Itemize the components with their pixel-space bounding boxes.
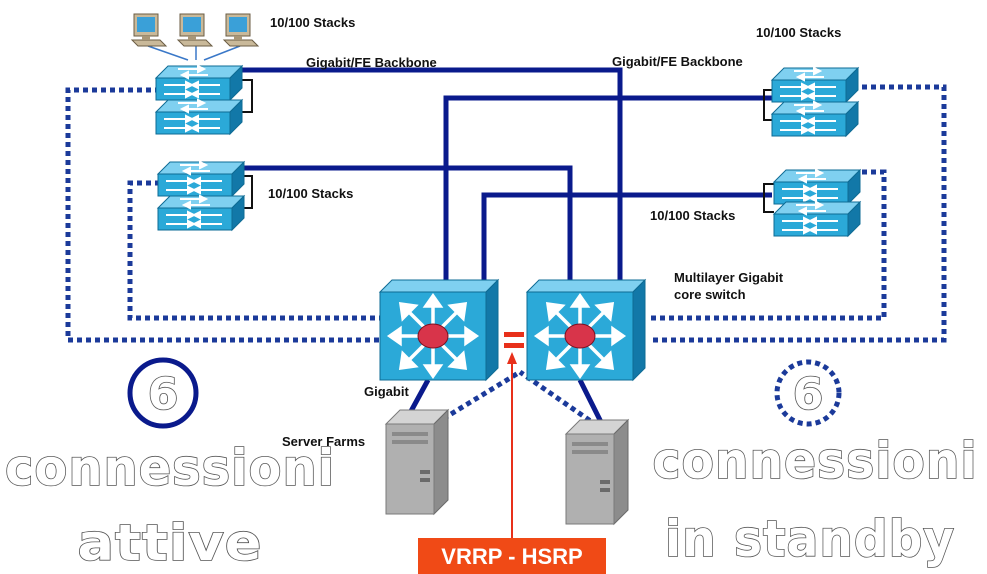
standby-links (65, 84, 947, 439)
core-label: core switch (674, 287, 746, 302)
active-caption-line2: attive (78, 514, 263, 572)
access-switch-icon (157, 195, 245, 231)
stacks-label: 10/100 Stacks (270, 15, 355, 30)
active-count: 6 (148, 369, 179, 420)
pc-icon (131, 13, 167, 47)
backbone-label: Gigabit/FE Backbone (612, 54, 743, 69)
access-switch-icon (155, 65, 243, 101)
server-farms-label: Server Farms (282, 434, 365, 449)
stacks-label: 10/100 Stacks (650, 208, 735, 223)
protocol-arrow (507, 352, 517, 540)
pc-icon (223, 13, 259, 47)
access-switch-icon (155, 99, 243, 135)
stack-cables (238, 79, 774, 213)
access-switch-icon (773, 201, 861, 237)
standby-caption-line1: connessioni (653, 432, 978, 490)
protocol-badge-label: VRRP - HSRP (441, 544, 582, 569)
access-switch-icon (771, 101, 859, 137)
core-label: Multilayer Gigabit (674, 270, 784, 285)
standby-count-badge: 6 (774, 359, 842, 427)
server-icon (385, 409, 449, 515)
stacks-label: 10/100 Stacks (756, 25, 841, 40)
active-links (240, 67, 772, 430)
pc-wires (147, 45, 241, 61)
active-caption-line1: connessioni (5, 439, 335, 497)
access-switch-icon (157, 161, 245, 197)
active-count-badge: 6 (127, 357, 199, 429)
backbone-label: Gigabit/FE Backbone (306, 55, 437, 70)
stacks-label: 10/100 Stacks (268, 186, 353, 201)
core-switch-icon (378, 278, 500, 382)
server-icon (565, 419, 629, 525)
standby-caption-line2: in standby (665, 510, 955, 568)
gigabit-label: Gigabit (364, 384, 409, 399)
access-switch-icon (771, 67, 859, 103)
core-switch-icon (525, 278, 647, 382)
access-switch-icon (773, 169, 861, 205)
pc-icon (177, 13, 213, 47)
equal-sign (504, 332, 524, 348)
standby-count: 6 (793, 369, 824, 420)
protocol-badge: VRRP - HSRP (418, 538, 606, 574)
